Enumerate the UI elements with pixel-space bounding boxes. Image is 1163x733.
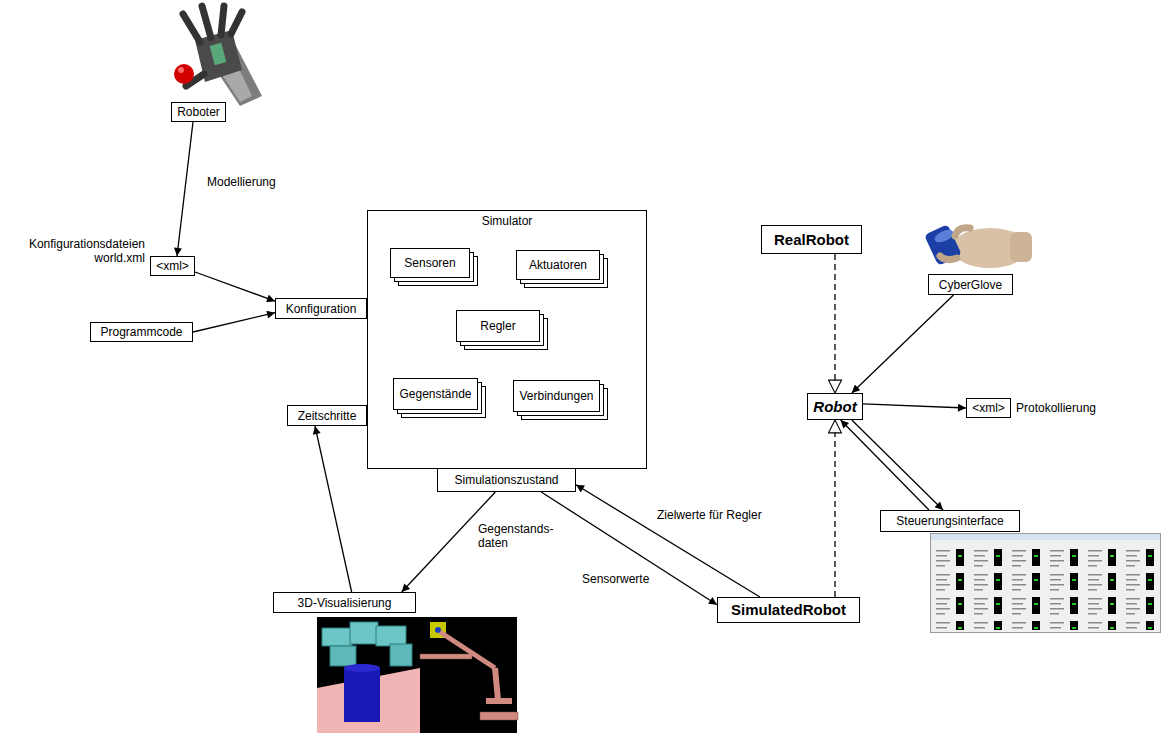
stacked-box: Aktuatoren bbox=[516, 250, 600, 280]
box-label: Verbindungen bbox=[519, 389, 593, 403]
flow-arrow bbox=[193, 313, 275, 332]
box-label: Zeitschritte bbox=[298, 409, 357, 423]
action-caption: Protokollierung bbox=[1014, 401, 1098, 415]
inheritance-arrow bbox=[834, 420, 835, 597]
box-label: Programmcode bbox=[100, 325, 182, 339]
visualisation-screenshot bbox=[317, 617, 518, 733]
box-label: <xml> bbox=[972, 401, 1005, 415]
abstract-class-box: Robot bbox=[807, 393, 863, 420]
flow-arrow bbox=[841, 420, 929, 510]
stacked-box: Regler bbox=[456, 310, 540, 342]
box-label: Robot bbox=[813, 398, 856, 416]
box-label: Sensoren bbox=[404, 256, 455, 270]
robot-hand-photo bbox=[174, 6, 262, 106]
inheritance-arrow bbox=[834, 254, 835, 393]
box-label: Simulator bbox=[482, 214, 533, 228]
box-label: <xml> bbox=[156, 259, 189, 273]
class-box: SimulatedRobot bbox=[717, 597, 860, 623]
edge-label: Gegenstands- daten bbox=[476, 522, 555, 550]
flow-arrow bbox=[852, 420, 943, 510]
stacked-box: Verbindungen bbox=[513, 380, 600, 412]
control-gui-screenshot bbox=[931, 534, 1161, 633]
box-label: Roboter bbox=[177, 105, 220, 119]
flow-arrow bbox=[195, 272, 275, 301]
source-box: Programmcode bbox=[90, 322, 193, 342]
box-label: CyberGlove bbox=[939, 278, 1002, 292]
part-box: Roboter bbox=[171, 102, 226, 122]
flow-arrow bbox=[177, 122, 193, 256]
box-label: SimulatedRobot bbox=[731, 601, 846, 619]
edge-label: Zielwerte für Regler bbox=[655, 508, 764, 522]
box-label: Steuerungsinterface bbox=[896, 514, 1003, 528]
box-label: Aktuatoren bbox=[529, 258, 587, 272]
component-box: Steuerungsinterface bbox=[880, 510, 1020, 532]
flow-arrow bbox=[576, 485, 760, 597]
box-label: Regler bbox=[480, 319, 515, 333]
edge-label: Sensorwerte bbox=[580, 572, 651, 586]
box-label: Konfiguration bbox=[286, 302, 357, 316]
stacked-box: Sensoren bbox=[390, 248, 470, 278]
file-box: <xml> bbox=[150, 256, 195, 276]
device-box: CyberGlove bbox=[928, 274, 1013, 295]
flow-arrow bbox=[315, 426, 352, 592]
flow-arrow bbox=[863, 404, 966, 408]
box-label: RealRobot bbox=[774, 231, 849, 249]
simulator-frame: SimulatorSensoren AktuatorenReglerGegenst… bbox=[367, 210, 647, 469]
box-label: 3D-Visualisierung bbox=[298, 596, 392, 610]
port-box: Zeitschritte bbox=[287, 405, 367, 426]
flow-arrow bbox=[852, 295, 954, 393]
file-caption: Konfigurationsdateien world.xml bbox=[27, 237, 147, 265]
file-box: <xml> bbox=[966, 398, 1011, 418]
component-box: 3D-Visualisierung bbox=[273, 592, 416, 613]
edge-label: Modellierung bbox=[205, 175, 278, 189]
class-box: RealRobot bbox=[761, 225, 862, 254]
port-box: Konfiguration bbox=[275, 298, 367, 319]
box-label: Gegenstände bbox=[399, 387, 471, 401]
cyberglove-photo bbox=[924, 224, 1032, 268]
port-box: Simulationszustand bbox=[437, 468, 576, 492]
stacked-box: Gegenstände bbox=[393, 378, 478, 410]
box-label: Simulationszustand bbox=[454, 473, 558, 487]
